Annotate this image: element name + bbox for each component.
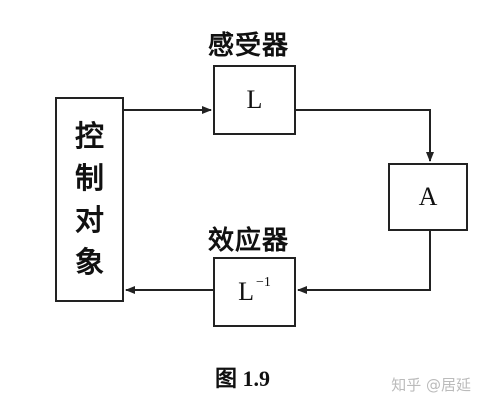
sensor-symbol: L	[246, 85, 263, 114]
sensor-title: 感受器	[208, 31, 290, 61]
sensor-block: L	[213, 65, 296, 135]
controlled-object-char-4: 象	[74, 245, 104, 279]
figure-caption: 图 1.9	[214, 366, 270, 391]
arrow-amplifier-to-effector	[297, 231, 431, 294]
controlled-object-block: 控 制 对 象	[55, 97, 124, 302]
effector-symbol-base: L	[238, 277, 254, 306]
watermark: 知乎 @居延	[391, 376, 471, 394]
controlled-object-char-1: 控	[74, 119, 104, 153]
controlled-object-char-3: 对	[74, 203, 104, 237]
effector-block: L−1	[213, 257, 296, 327]
amplifier-symbol: A	[418, 182, 438, 211]
effector-title: 效应器	[208, 226, 290, 256]
effector-symbol-superscript: −1	[255, 275, 271, 291]
arrow-sensor-to-amplifier	[296, 109, 434, 162]
effector-symbol: L−1	[238, 275, 271, 307]
controlled-object-char-2: 制	[74, 161, 104, 195]
amplifier-block: A	[388, 163, 468, 231]
